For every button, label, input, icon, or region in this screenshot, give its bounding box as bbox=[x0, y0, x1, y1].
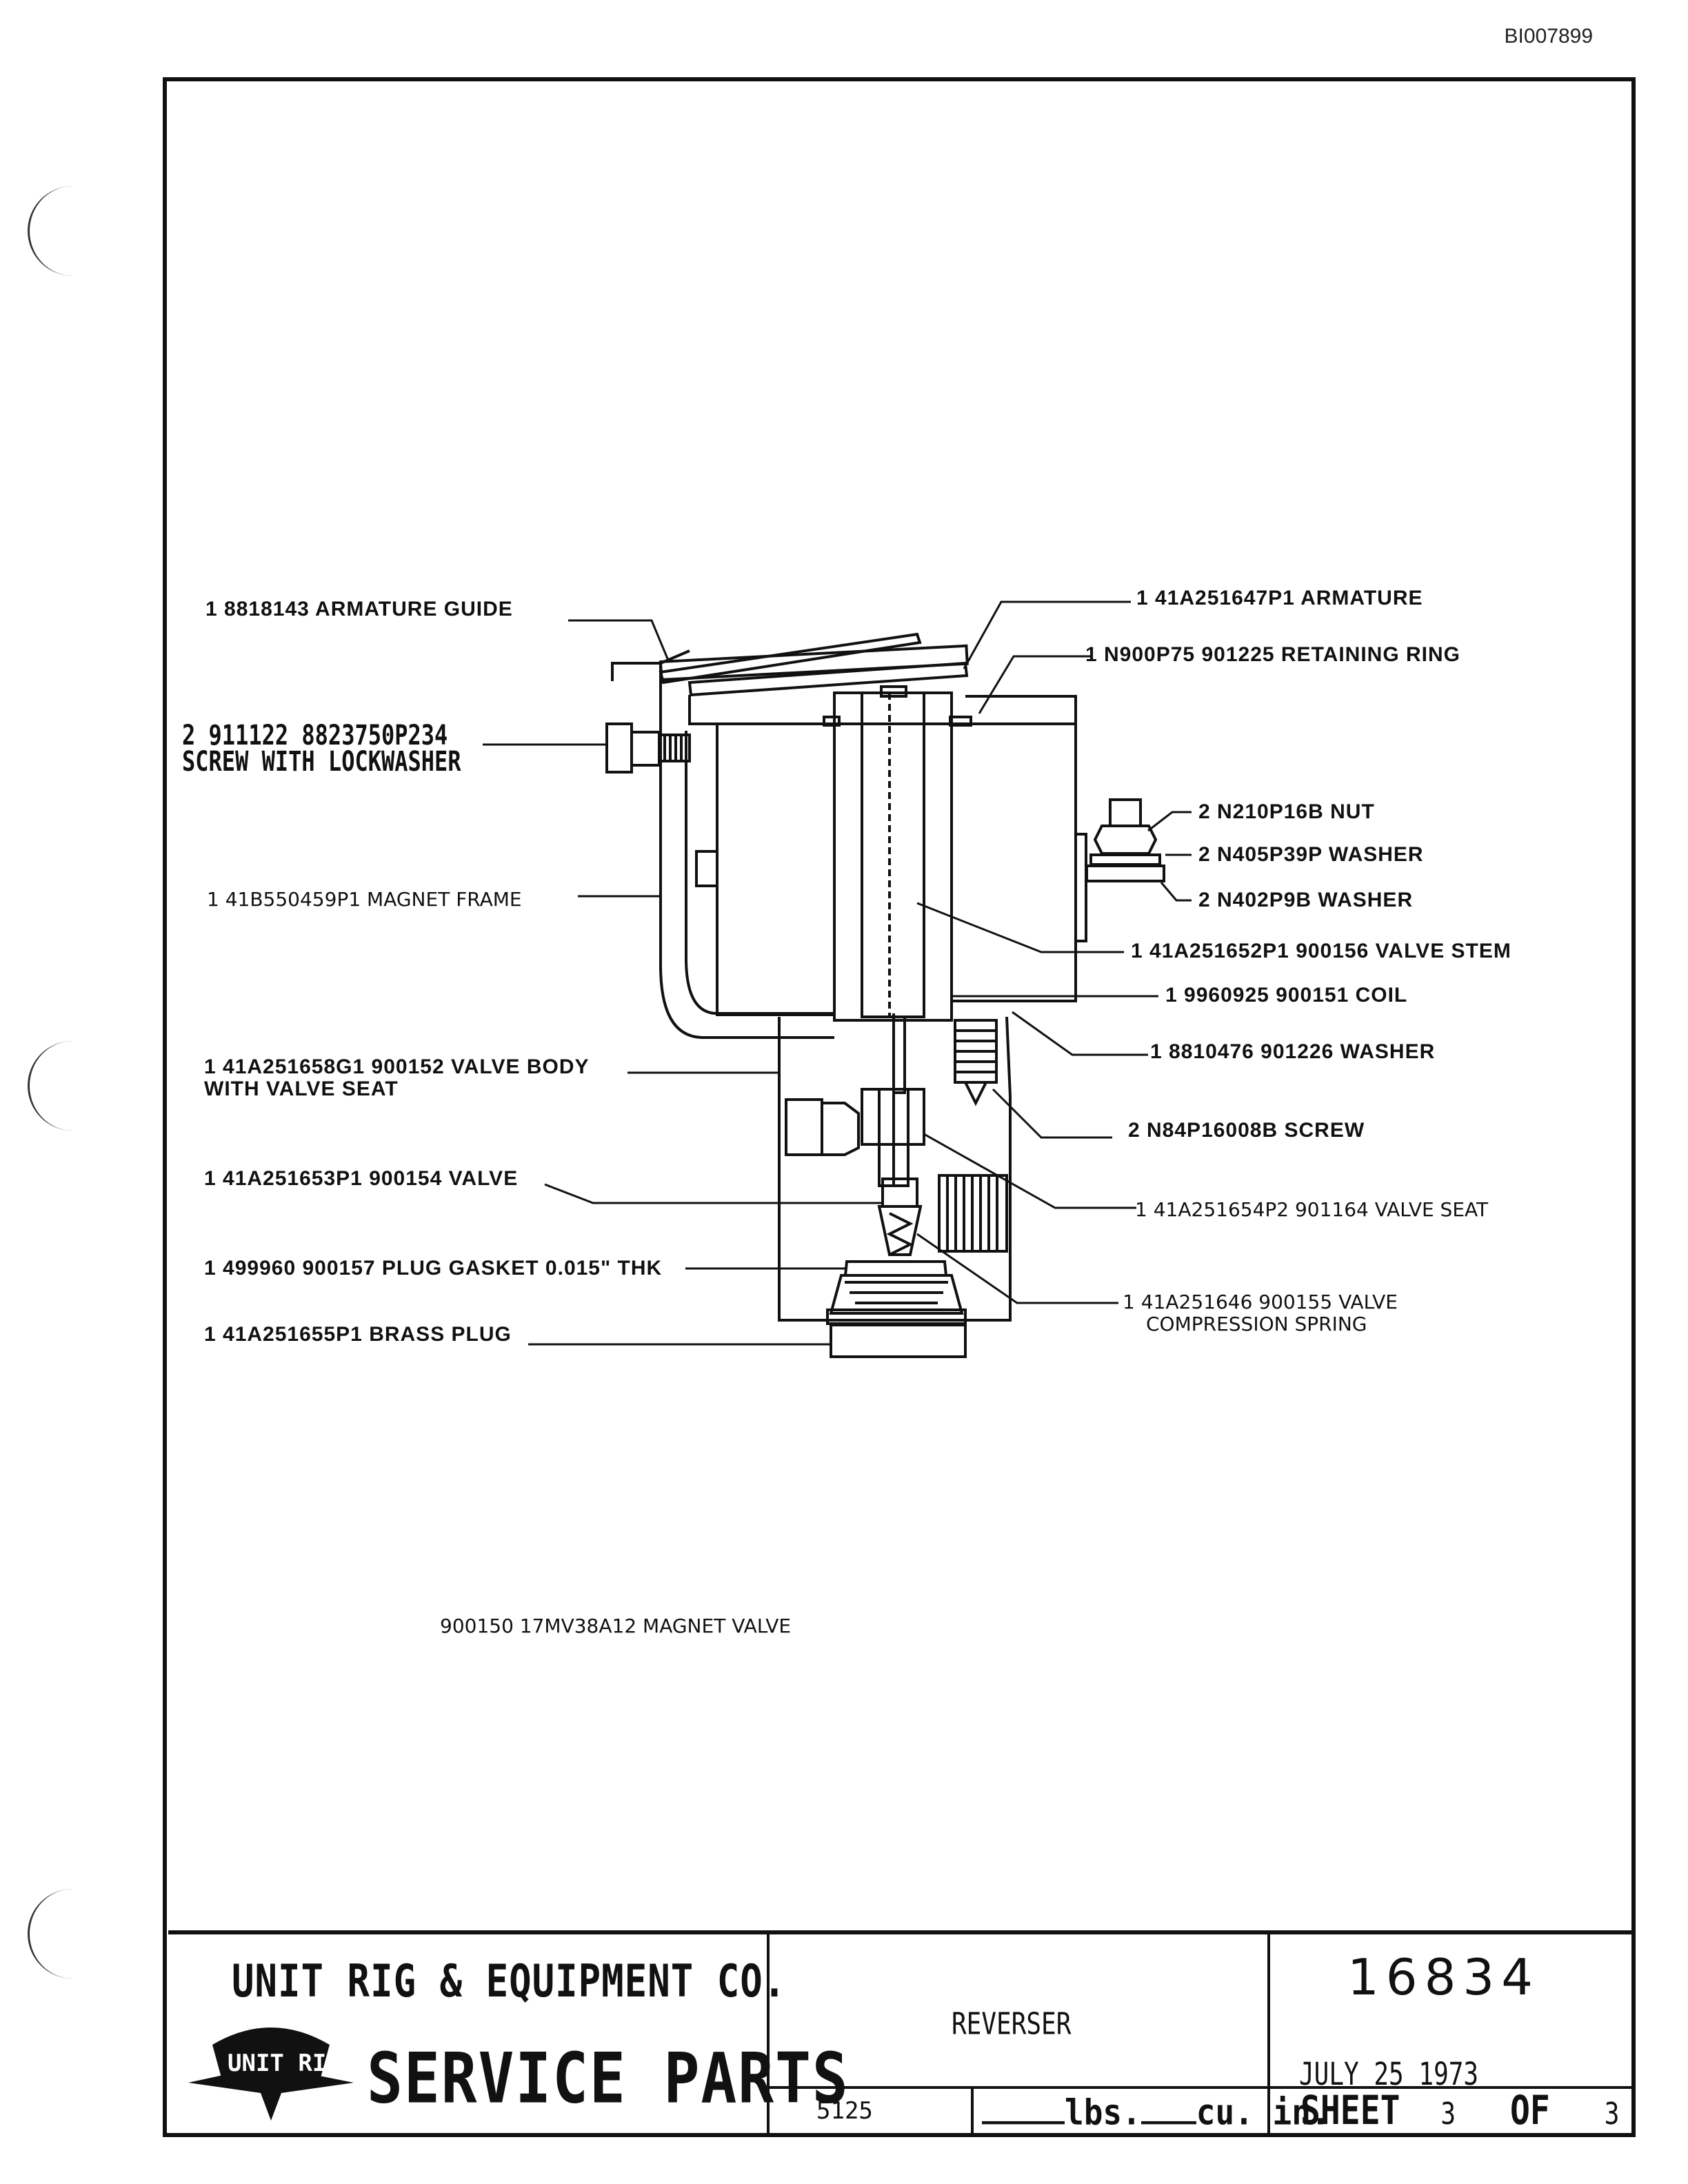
sheet-number: 3 bbox=[1440, 2097, 1456, 2132]
label-armature: 1 41A251647P1 ARMATURE bbox=[1136, 587, 1423, 609]
tb-divider-right bbox=[1267, 1934, 1270, 2133]
lbs-label: lbs. bbox=[1065, 2092, 1141, 2133]
sheet-info: SHEET 3 OF 3 bbox=[1300, 2087, 1619, 2134]
label-washer-8810476: 1 8810476 901226 WASHER bbox=[1150, 1040, 1436, 1063]
weight-code: 5125 bbox=[816, 2097, 873, 2125]
punch-hole-bottom bbox=[28, 1889, 92, 1979]
tb-divider-left bbox=[767, 1934, 770, 2133]
label-compression-spring-desc: COMPRESSION SPRING bbox=[1146, 1313, 1367, 1335]
label-valve-seat: 1 41A251654P2 901164 VALVE SEAT bbox=[1135, 1198, 1489, 1221]
label-screw-n84: 2 N84P16008B SCREW bbox=[1128, 1119, 1365, 1142]
label-brass-plug: 1 41A251655P1 BRASS PLUG bbox=[204, 1323, 512, 1346]
drawing-date: JULY 25 1973 bbox=[1299, 2057, 1479, 2093]
label-washer-n402: 2 N402P9B WASHER bbox=[1198, 889, 1414, 911]
tb-divider-bottom bbox=[767, 2086, 1633, 2089]
label-valve-stem: 1 41A251652P1 900156 VALVE STEM bbox=[1131, 940, 1511, 962]
punch-hole-top bbox=[28, 186, 92, 276]
label-armature-guide: 1 8818143 ARMATURE GUIDE bbox=[205, 598, 513, 620]
label-coil: 1 9960925 900151 COIL bbox=[1165, 984, 1408, 1007]
logo-text: UNIT RIG bbox=[228, 2050, 341, 2077]
punch-hole-middle bbox=[28, 1041, 92, 1131]
label-nut: 2 N210P16B NUT bbox=[1198, 800, 1375, 823]
service-parts-heading: SERVICE PARTS bbox=[367, 2038, 850, 2119]
assembly-caption: 900150 17MV38A12 MAGNET VALVE bbox=[440, 1615, 792, 1637]
label-compression-spring-part: 1 41A251646 900155 VALVE bbox=[1123, 1291, 1398, 1313]
label-screw-part-no: 2 911122 8823750P234 bbox=[182, 718, 448, 751]
drawing-number: 16834 bbox=[1347, 1948, 1540, 2006]
drawing-title: REVERSER bbox=[952, 2008, 1072, 2042]
cu-in-blank bbox=[1141, 2099, 1196, 2125]
lbs-blank bbox=[982, 2099, 1065, 2125]
label-retaining-ring: 1 N900P75 901225 RETAINING RING bbox=[1085, 643, 1461, 666]
sheet-total: 3 bbox=[1604, 2097, 1620, 2132]
cu-in-label: cu. in. bbox=[1196, 2092, 1330, 2133]
title-block: UNIT RIG & EQUIPMENT CO. UNIT RIG SERVIC… bbox=[168, 1930, 1633, 2134]
of-label: OF bbox=[1510, 2087, 1550, 2134]
sheet-label: SHEET bbox=[1300, 2087, 1400, 2134]
tb-divider-weight bbox=[971, 2086, 974, 2133]
label-screw-desc: SCREW WITH LOCKWASHER bbox=[182, 745, 461, 778]
label-valve-body-seat: WITH VALVE SEAT bbox=[204, 1078, 399, 1100]
weight-fields: lbs. cu. in. bbox=[982, 2092, 1330, 2132]
label-plug-gasket: 1 499960 900157 PLUG GASKET 0.015" THK bbox=[204, 1257, 663, 1280]
company-name: UNIT RIG & EQUIPMENT CO. bbox=[232, 1955, 787, 2008]
unit-rig-logo: UNIT RIG bbox=[188, 2028, 354, 2121]
document-id: BI007899 bbox=[1504, 25, 1593, 48]
label-valve-body: 1 41A251658G1 900152 VALVE BODY bbox=[204, 1055, 590, 1078]
label-valve: 1 41A251653P1 900154 VALVE bbox=[204, 1167, 519, 1190]
label-magnet-frame: 1 41B550459P1 MAGNET FRAME bbox=[207, 888, 522, 911]
drawing-frame bbox=[163, 77, 1636, 2137]
label-washer-n405: 2 N405P39P WASHER bbox=[1198, 843, 1424, 866]
